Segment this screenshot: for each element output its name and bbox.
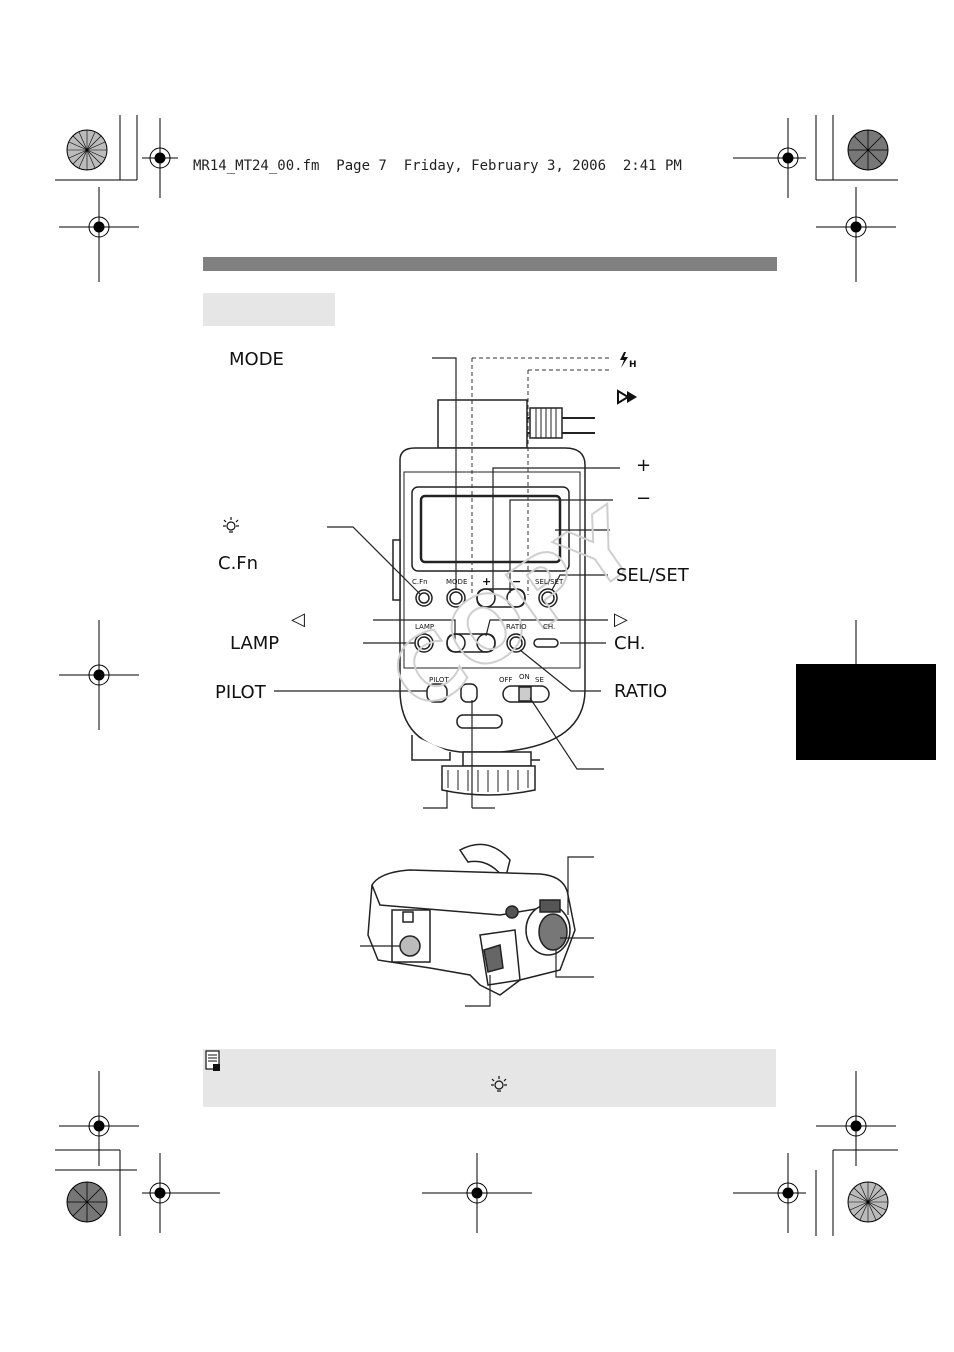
fast-forward-icon bbox=[616, 389, 642, 410]
chapter-tab bbox=[796, 664, 936, 760]
panel-label-mode: MODE bbox=[446, 578, 468, 586]
note-box bbox=[203, 1049, 776, 1107]
lamp-icon bbox=[222, 516, 240, 538]
minus-callout: − bbox=[636, 488, 652, 509]
panel-label-plus: + bbox=[482, 575, 492, 588]
panel-label-on: ON bbox=[519, 673, 530, 681]
panel-label-ch: CH. bbox=[543, 623, 556, 631]
crosshair-targets bbox=[59, 118, 896, 1233]
ch-callout: CH. bbox=[614, 633, 646, 654]
controller-side-view bbox=[367, 843, 576, 996]
panel-label-lamp: LAMP bbox=[415, 623, 435, 631]
panel-label-off: OFF bbox=[499, 676, 513, 684]
panel-label-ratio: RATIO bbox=[506, 623, 527, 631]
sel-set-callout: SEL/SET bbox=[616, 565, 689, 586]
pilot-callout: PILOT bbox=[215, 682, 266, 703]
cfn-callout: C.Fn bbox=[218, 553, 259, 574]
panel-label-pilot: PILOT bbox=[429, 676, 449, 684]
ratio-callout: RATIO bbox=[614, 681, 668, 702]
svg-text:H: H bbox=[629, 360, 637, 370]
plus-callout: + bbox=[636, 455, 652, 476]
panel-label-sel-set: SEL/SET bbox=[535, 578, 564, 586]
panel-label-se: SE bbox=[535, 676, 544, 684]
section-tab bbox=[203, 293, 335, 326]
lamp-callout: LAMP bbox=[230, 633, 280, 654]
side-view-leaders bbox=[360, 856, 594, 1007]
high-speed-sync-icon: H bbox=[618, 350, 640, 375]
right-arrow-callout: ▷ bbox=[614, 609, 628, 630]
left-arrow-callout: ◁ bbox=[291, 609, 305, 630]
leader-lines bbox=[274, 357, 620, 809]
running-header: MR14_MT24_00.fm Page 7 Friday, February … bbox=[193, 158, 682, 174]
panel-label-minus: − bbox=[512, 575, 522, 588]
controller-front-view bbox=[392, 399, 595, 796]
note-lamp-icon bbox=[490, 1075, 508, 1097]
starburst-targets bbox=[66, 129, 889, 1223]
mode-callout: MODE bbox=[229, 349, 284, 370]
dashed-leaders bbox=[471, 357, 610, 595]
panel-label-cfn: C.Fn bbox=[412, 578, 428, 586]
registration-marks bbox=[55, 115, 898, 1236]
title-bar bbox=[203, 257, 777, 271]
memo-icon bbox=[205, 1050, 221, 1076]
